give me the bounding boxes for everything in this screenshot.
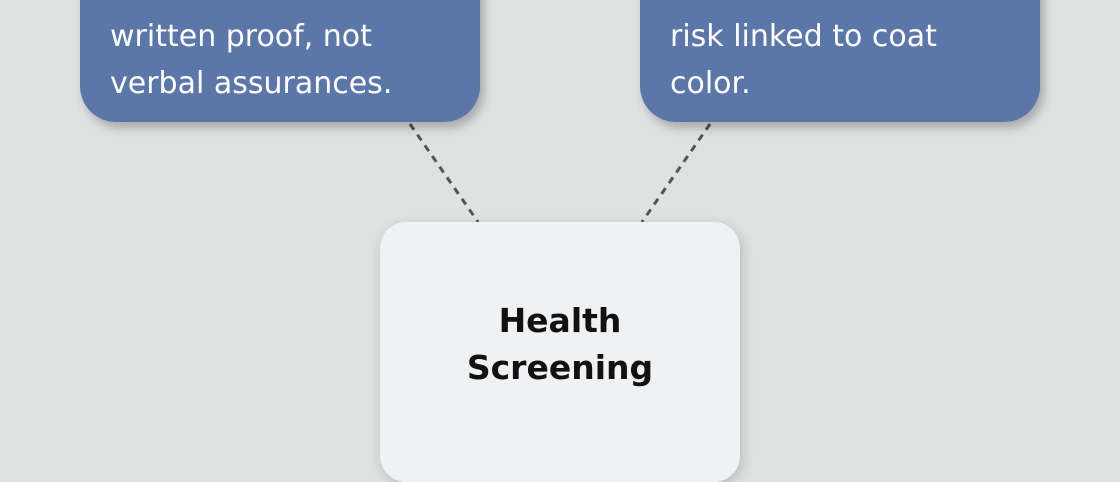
title-line: Health <box>498 301 622 340</box>
node-text-line: risk linked to coat <box>670 19 937 54</box>
left-node: written proof, not verbal assurances. <box>80 0 480 122</box>
connector-left <box>408 123 480 223</box>
right-node: risk linked to coat color. <box>640 0 1040 122</box>
node-text-line: verbal assurances. <box>110 66 393 101</box>
node-text-line: written proof, not <box>110 19 372 54</box>
center-node-title: Health Screening <box>380 297 740 391</box>
title-line: Screening <box>466 348 654 387</box>
connector-right <box>640 123 712 223</box>
connectors <box>408 123 712 223</box>
node-text-line: color. <box>670 66 751 101</box>
center-node-health-screening: Health Screening <box>380 222 740 482</box>
